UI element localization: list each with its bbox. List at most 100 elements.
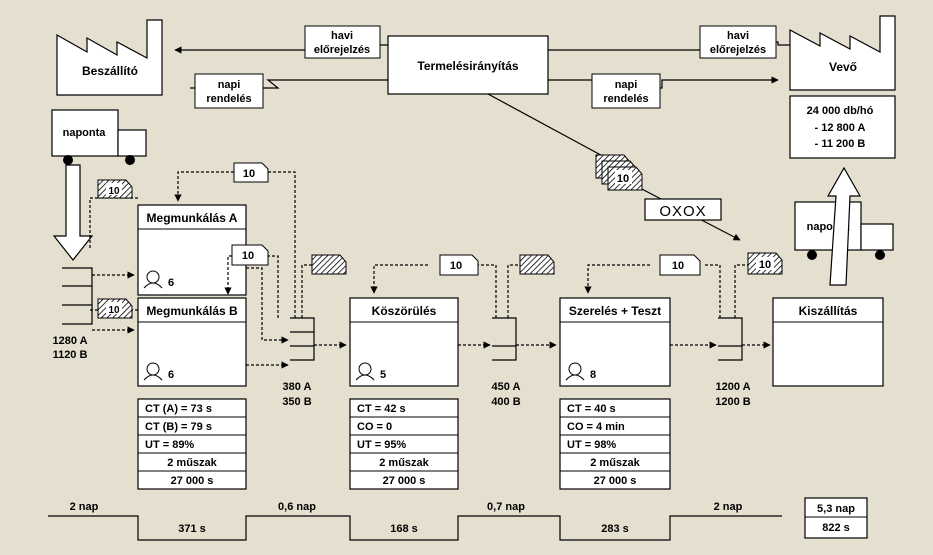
total-processing-time: 822 s [822,522,850,534]
withdrawal-kanban-card: 10 [97,298,133,319]
inventory-label: 1280 A 1120 B [52,335,87,361]
process-koszorules: Köszörülés 5 [349,297,459,387]
operator-count: 6 [168,369,174,381]
kanban-card-stack: 10 [595,154,643,191]
operator-icon [355,362,375,381]
inbound-shipment-arrow [52,164,94,261]
svg-text:10: 10 [108,186,120,197]
data-box-row: CT (A) = 73 s [145,403,212,415]
operator-count: 5 [380,369,386,381]
data-box-koszorules: CT = 42 s CO = 0 UT = 95% 2 műszak 27 00… [349,398,459,490]
demand-line: 24 000 db/hó [807,105,874,117]
svg-text:1280 A: 1280 A [52,335,87,347]
supermarket-3 [718,317,743,361]
svg-text:havi: havi [727,30,749,42]
svg-text:10: 10 [243,168,255,180]
svg-text:10: 10 [672,260,684,272]
data-box-row: 2 műszak [167,457,217,469]
demand-line: - 12 800 A [815,122,866,134]
data-box-row: UT = 98% [567,439,616,451]
process-megmunkalas-a: Megmunkálás A 6 [137,204,247,296]
svg-text:10: 10 [450,260,462,272]
operator-count: 8 [590,369,596,381]
process-title: Kiszállítás [799,304,858,318]
process-title: Szerelés + Teszt [569,304,661,318]
load-leveling-box: OXOX [644,198,722,221]
customer-forecast-label: havi előrejelzés [699,25,777,59]
svg-text:napi: napi [218,79,241,91]
svg-text:400 B: 400 B [491,396,520,408]
svg-text:10: 10 [617,173,629,185]
operator-count: 6 [168,277,174,289]
timeline-totals: 5,3 nap 822 s [804,497,868,539]
svg-text:előrejelzés: előrejelzés [710,44,766,56]
supermarket-raw [62,267,93,325]
data-box-row: UT = 95% [357,439,406,451]
data-box-row: CT = 40 s [567,403,616,415]
svg-text:1200 B: 1200 B [715,396,751,408]
svg-text:rendelés: rendelés [206,93,251,105]
supplier-order-label: napi rendelés [194,73,264,109]
data-box-row: 27 000 s [594,475,637,487]
svg-text:10: 10 [759,259,771,271]
withdrawal-kanban-card [519,254,555,275]
data-box-row: 2 műszak [590,457,640,469]
load-leveling-pattern: OXOX [659,203,706,220]
process-megmunkalas-b: Megmunkálás B 6 [137,297,247,387]
data-box-szereles: CT = 40 s CO = 4 min UT = 98% 2 műszak 2… [559,398,671,490]
svg-text:10: 10 [242,250,254,262]
withdrawal-kanban-card: 10 [97,179,133,199]
outbound-shipment-arrow [826,166,862,286]
svg-text:10: 10 [108,305,120,316]
data-box-megmunkalas: CT (A) = 73 s CT (B) = 79 s UT = 89% 2 m… [137,398,247,490]
customer-demand-box: 24 000 db/hó - 12 800 A - 11 200 B [789,95,896,159]
svg-text:napi: napi [615,79,638,91]
data-box-row: CT = 42 s [357,403,406,415]
svg-text:előrejelzés: előrejelzés [314,44,370,56]
withdrawal-kanban-card: 10 [747,252,783,275]
production-kanban-card: 10 [233,162,269,183]
operator-icon [143,362,163,381]
timeline-waiting: 0,6 nap [278,501,316,513]
timeline-processing: 283 s [601,523,629,535]
total-lead-time: 5,3 nap [817,503,855,515]
data-box-row: CO = 4 min [567,421,625,433]
svg-text:350 B: 350 B [282,396,311,408]
data-box-row: 27 000 s [383,475,426,487]
timeline-processing: 371 s [178,523,206,535]
inventory-label: 380 A 350 B [282,381,311,408]
supermarket-2 [492,317,517,361]
timeline-processing: 168 s [390,523,418,535]
process-title: Megmunkálás A [147,211,238,225]
inventory-label: 450 A 400 B [491,381,520,408]
svg-text:rendelés: rendelés [603,93,648,105]
svg-text:havi: havi [331,30,353,42]
customer-label: Vevő [829,60,857,74]
production-kanban-card: 10 [659,254,701,276]
demand-line: - 11 200 B [815,138,866,150]
timeline-waiting: 2 nap [714,501,743,513]
svg-text:450 A: 450 A [492,381,521,393]
supplier-label: Beszállító [82,64,138,78]
production-kanban-card: 10 [231,244,269,266]
process-kiszallitas: Kiszállítás [772,297,884,387]
svg-text:1120 B: 1120 B [53,349,88,361]
data-box-row: UT = 89% [145,439,194,451]
inbound-truck-label: naponta [63,127,107,139]
customer-order-label: napi rendelés [591,73,661,109]
data-box-row: 27 000 s [171,475,214,487]
svg-text:1200 A: 1200 A [715,381,750,393]
withdrawal-kanban-card [311,254,347,275]
operator-icon [565,362,585,381]
svg-text:380 A: 380 A [283,381,312,393]
production-kanban-card: 10 [439,254,479,276]
timeline-waiting: 2 nap [70,501,99,513]
inventory-label: 1200 A 1200 B [715,381,751,408]
process-title: Köszörülés [372,304,437,318]
data-box-row: CO = 0 [357,421,392,433]
customer-factory: Vevő [789,15,896,91]
process-szereles-teszt: Szerelés + Teszt 8 [559,297,671,387]
outbound-truck: naponta [794,201,894,260]
supermarket-1 [290,317,315,361]
